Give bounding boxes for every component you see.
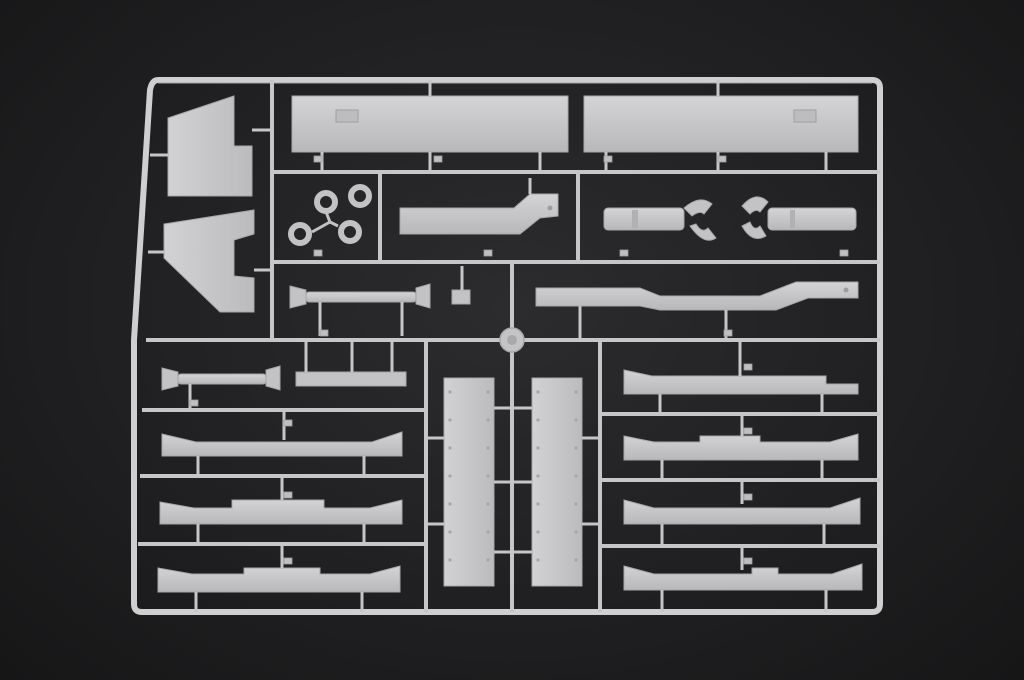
sprue-center-hub xyxy=(499,327,525,353)
part-top-long-right xyxy=(583,80,859,172)
part-fender-upper xyxy=(150,95,272,197)
part-drive-shaft-middle xyxy=(289,266,471,336)
part-crossbeam-left-3 xyxy=(157,544,401,612)
part-crossbeam-left-1 xyxy=(161,410,403,476)
part-ring-cluster xyxy=(288,184,372,246)
part-chassis-rail xyxy=(535,281,859,340)
sprue-outer-frame xyxy=(131,77,883,615)
part-fender-lower xyxy=(148,209,272,313)
part-number-tabs xyxy=(189,155,849,565)
part-crossbeam-right-3 xyxy=(623,480,861,546)
part-center-plate-right xyxy=(512,377,600,587)
part-crossbeam-right-4 xyxy=(623,546,863,612)
part-drive-shaft-lower xyxy=(161,340,407,410)
part-center-plate-left xyxy=(426,377,512,587)
part-crossbeam-left-2 xyxy=(159,476,403,544)
part-crossbeam-right-1 xyxy=(623,340,859,414)
part-drive-shaft-upper xyxy=(603,196,857,241)
part-bent-bracket xyxy=(399,178,559,235)
part-crossbeam-right-2 xyxy=(623,414,859,480)
part-top-long-left xyxy=(291,80,569,172)
